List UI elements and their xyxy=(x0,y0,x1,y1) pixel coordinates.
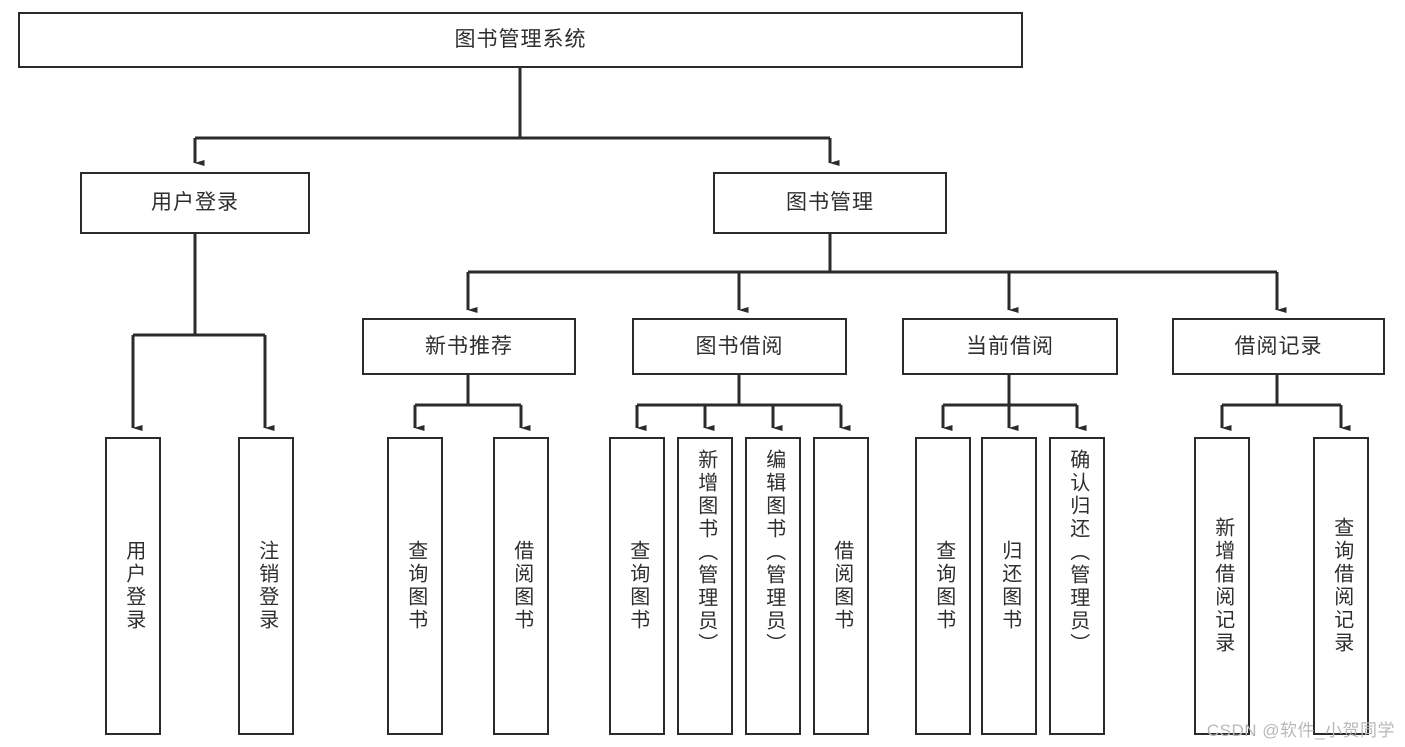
leaf-record-add-record-label: 新增借阅记录 xyxy=(1211,517,1234,655)
leaf-borrow-add-book-label: 新增图书（管理员） xyxy=(694,449,717,656)
node-root-label: 图书管理系统 xyxy=(454,28,587,52)
node-new-book-recommend-label: 新书推荐 xyxy=(425,334,513,358)
watermark: CSDN @软件_小贺同学 xyxy=(1206,721,1395,740)
leaf-borrow-borrow-book[interactable]: 借阅图书 xyxy=(813,437,869,735)
node-book-management[interactable]: 图书管理 xyxy=(713,172,947,234)
leaf-current-query-book[interactable]: 查询图书 xyxy=(915,437,971,735)
leaf-borrow-add-book[interactable]: 新增图书（管理员） xyxy=(677,437,733,735)
node-root[interactable]: 图书管理系统 xyxy=(18,12,1023,68)
node-book-borrow[interactable]: 图书借阅 xyxy=(632,318,847,375)
leaf-newbook-query-book-label: 查询图书 xyxy=(404,540,427,632)
leaf-user-logout[interactable]: 注销登录 xyxy=(238,437,294,735)
leaf-record-add-record[interactable]: 新增借阅记录 xyxy=(1194,437,1250,735)
leaf-current-return-book-label: 归还图书 xyxy=(998,540,1021,632)
node-book-borrow-label: 图书借阅 xyxy=(695,334,784,358)
leaf-current-return-book[interactable]: 归还图书 xyxy=(981,437,1037,735)
leaf-user-login[interactable]: 用户登录 xyxy=(105,437,161,735)
node-new-book-recommend[interactable]: 新书推荐 xyxy=(362,318,576,375)
leaf-record-query-record[interactable]: 查询借阅记录 xyxy=(1313,437,1369,735)
leaf-current-confirm-return-label: 确认归还（管理员） xyxy=(1066,449,1089,656)
node-borrow-record-label: 借阅记录 xyxy=(1234,334,1323,358)
node-borrow-record[interactable]: 借阅记录 xyxy=(1172,318,1385,375)
leaf-record-query-record-label: 查询借阅记录 xyxy=(1330,517,1353,655)
leaf-user-login-label: 用户登录 xyxy=(122,540,145,632)
leaf-current-query-book-label: 查询图书 xyxy=(932,540,955,632)
leaf-user-logout-label: 注销登录 xyxy=(255,540,278,632)
leaf-borrow-borrow-book-label: 借阅图书 xyxy=(830,540,853,632)
leaf-current-confirm-return[interactable]: 确认归还（管理员） xyxy=(1049,437,1105,735)
node-user-login-label: 用户登录 xyxy=(151,191,239,215)
node-current-borrow-label: 当前借阅 xyxy=(966,334,1054,358)
node-current-borrow[interactable]: 当前借阅 xyxy=(902,318,1118,375)
leaf-borrow-edit-book-label: 编辑图书（管理员） xyxy=(762,449,785,656)
leaf-borrow-query-book-label: 查询图书 xyxy=(626,540,649,632)
node-user-login[interactable]: 用户登录 xyxy=(80,172,310,234)
leaf-newbook-query-book[interactable]: 查询图书 xyxy=(387,437,443,735)
leaf-borrow-query-book[interactable]: 查询图书 xyxy=(609,437,665,735)
leaf-borrow-edit-book[interactable]: 编辑图书（管理员） xyxy=(745,437,801,735)
leaf-newbook-borrow-book[interactable]: 借阅图书 xyxy=(493,437,549,735)
node-book-management-label: 图书管理 xyxy=(786,191,874,215)
leaf-newbook-borrow-book-label: 借阅图书 xyxy=(510,540,533,632)
